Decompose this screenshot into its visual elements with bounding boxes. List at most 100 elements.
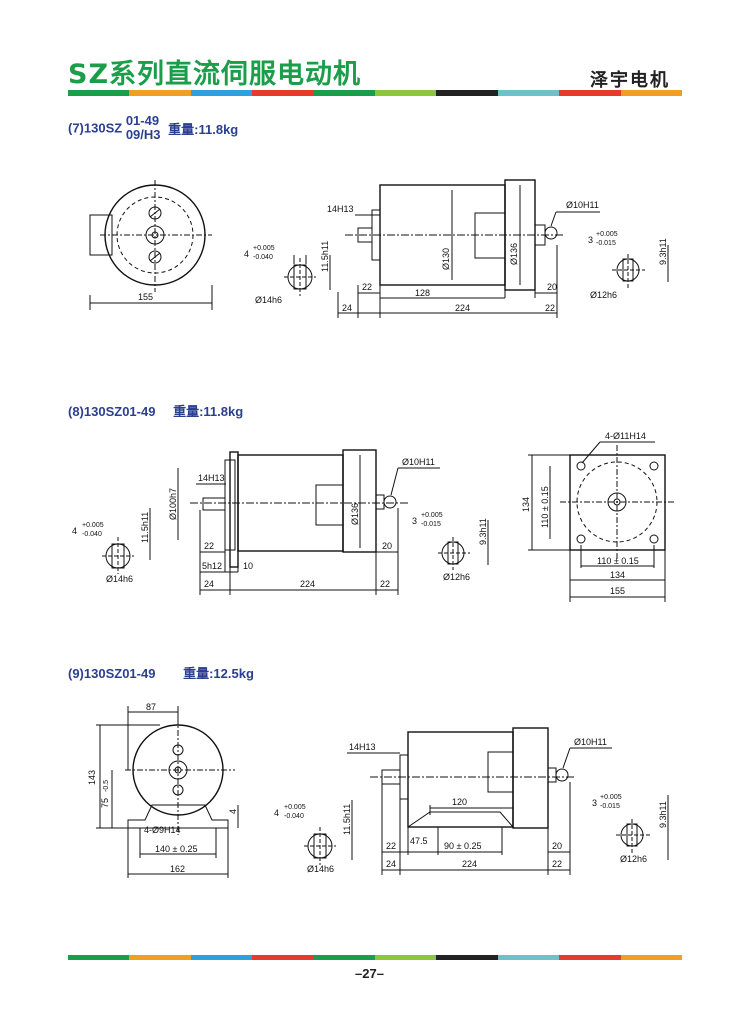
section-8-flange-overall: 155 bbox=[610, 586, 625, 596]
section-9-left-key: 4 bbox=[274, 808, 279, 818]
section-8-left-tol-bottom: -0.040 bbox=[82, 531, 102, 538]
section-7-prefix: (7)130SZ bbox=[68, 120, 123, 136]
section-9-dim-b: 22 bbox=[386, 841, 396, 851]
section-7-dim-f: 22 bbox=[545, 303, 555, 313]
section-8-dim-a: 22 bbox=[204, 541, 214, 551]
page-number: –27– bbox=[355, 966, 384, 981]
section-8-left-dia: Ø14h6 bbox=[106, 574, 133, 584]
section-7-model-fraction: 01-49 09/H3 bbox=[126, 114, 161, 142]
section-8-cap-dia: Ø136 bbox=[350, 503, 360, 525]
section-8-right-tol-bottom: -0.015 bbox=[421, 521, 441, 528]
section-7-left-height: 11.5h11 bbox=[320, 241, 330, 272]
section-8-spigot: Ø100h7 bbox=[168, 488, 178, 520]
section-9-shaft-right: +0.005 -0.015 3 9.3h11 Ø12h6 bbox=[592, 794, 669, 864]
section-8-title: (8)130SZ01-49 bbox=[68, 404, 156, 419]
section-8-dim-e: 24 bbox=[204, 579, 214, 589]
section-7-dim-e: 224 bbox=[455, 303, 470, 313]
section-7-right-key: 3 bbox=[588, 235, 593, 245]
section-8-side-view: Ø100h7 Ø136 14H13 Ø10H11 22 5h12 10 20 2… bbox=[168, 449, 440, 595]
page-title: SZ系列直流伺服电动机 bbox=[68, 59, 362, 90]
section-9-left-dia: Ø14h6 bbox=[307, 864, 334, 874]
section-7-rear-shaft: Ø10H11 bbox=[566, 200, 599, 210]
section-8-rear-shaft: Ø10H11 bbox=[402, 457, 435, 467]
section-7-model-bottom: 09/H3 bbox=[125, 127, 161, 142]
section-7-side-view: Ø130 Ø136 14H13 Ø10H11 22 128 20 24 224 … bbox=[327, 179, 600, 318]
section-9-left-height: 11.5h11 bbox=[342, 804, 352, 835]
section-8-flange-height: 134 bbox=[521, 497, 531, 512]
section-7-shaft-fit: 14H13 bbox=[327, 204, 354, 214]
section-7-left-tol-top: +0.005 bbox=[253, 245, 275, 252]
section-8-flange-hole-h: 110 ± 0.15 bbox=[597, 556, 639, 566]
section-8-right-dia: Ø12h6 bbox=[443, 572, 470, 582]
color-stripe-bottom bbox=[68, 955, 683, 960]
section-8-right-height: 9.3h11 bbox=[478, 518, 488, 545]
section-8-shaft-fit: 14H13 bbox=[198, 473, 225, 483]
section-9-rear-shaft: Ø10H11 bbox=[574, 737, 607, 747]
section-7-cap-dia: Ø136 bbox=[509, 243, 519, 265]
section-7-right-height: 9.3h11 bbox=[658, 238, 668, 265]
section-8-left-height: 11.5h11 bbox=[140, 512, 150, 543]
section-9-dim-e: 20 bbox=[552, 841, 562, 851]
section-9-dim-a: 120 bbox=[452, 797, 467, 807]
section-9-foot-center-tol: -0.5 bbox=[103, 780, 110, 792]
section-7-body-dia: Ø130 bbox=[441, 248, 451, 270]
section-9-foot-top: 87 bbox=[146, 702, 156, 712]
section-9-weight: 重量:12.5kg bbox=[183, 666, 254, 681]
section-7-left-dia: Ø14h6 bbox=[255, 295, 282, 305]
section-9-foot-thickness: 4 bbox=[228, 809, 238, 814]
section-9-dim-h: 22 bbox=[552, 859, 562, 869]
section-9-heading: (9)130SZ01-49 重量:12.5kg bbox=[68, 663, 254, 682]
section-7-front-width: 155 bbox=[138, 292, 153, 302]
section-7-right-dia: Ø12h6 bbox=[590, 290, 617, 300]
section-8-weight: 重量:11.8kg bbox=[173, 404, 244, 419]
section-9-shaft-fit: 14H13 bbox=[349, 742, 376, 752]
section-7-right-tol-top: +0.005 bbox=[596, 231, 618, 238]
section-9-foot-height: 143 bbox=[87, 770, 97, 785]
section-7-left-key: 4 bbox=[244, 249, 249, 259]
section-8-flange-hole-v: 110 ± 0.15 bbox=[540, 486, 550, 528]
section-9-side-view: 14H13 Ø10H11 120 22 47.5 90 ± 0.25 20 24… bbox=[347, 727, 612, 875]
section-8-shaft-left: +0.005 -0.040 4 11.5h11 Ø14h6 bbox=[72, 508, 151, 584]
section-9-dim-c: 47.5 bbox=[410, 836, 428, 846]
section-8-dim-c: 10 bbox=[243, 561, 253, 571]
section-8-left-tol-top: +0.005 bbox=[82, 522, 104, 529]
section-9-dim-g: 224 bbox=[462, 859, 477, 869]
section-9-left-tol-bottom: -0.040 bbox=[284, 813, 304, 820]
section-9-foot-view: 87 143 75 -0.5 4 4-Ø9H14 140 ± 0.25 162 bbox=[87, 702, 239, 878]
section-9-foot-holes: 4-Ø9H14 bbox=[144, 825, 181, 835]
section-7-shaft-right: +0.005 -0.015 3 9.3h11 Ø12h6 bbox=[588, 231, 669, 300]
section-7-right-tol-bottom: -0.015 bbox=[596, 240, 616, 247]
section-9-left-tol-top: +0.005 bbox=[284, 804, 306, 811]
section-8-dim-g: 22 bbox=[380, 579, 390, 589]
color-stripe-top bbox=[68, 90, 683, 96]
section-9-foot-hole-span: 140 ± 0.25 bbox=[155, 844, 197, 854]
section-7-model-top: 01-49 bbox=[125, 113, 160, 128]
section-7-shaft-left: +0.005 -0.040 4 11.5h11 Ø14h6 bbox=[244, 241, 331, 305]
section-8-shaft-right: +0.005 -0.015 3 9.3h11 Ø12h6 bbox=[412, 512, 489, 582]
section-9-dim-f: 24 bbox=[386, 859, 396, 869]
section-7-dim-c: 20 bbox=[547, 282, 557, 292]
section-8-right-tol-top: +0.005 bbox=[421, 512, 443, 519]
section-8-dim-f: 224 bbox=[300, 579, 315, 589]
section-7-left-tol-bottom: -0.040 bbox=[253, 254, 273, 261]
section-9-shaft-left: +0.005 -0.040 4 11.5h11 Ø14h6 bbox=[274, 800, 353, 874]
section-9-right-dia: Ø12h6 bbox=[620, 854, 647, 864]
section-9-dim-d: 90 ± 0.25 bbox=[444, 841, 481, 851]
section-8-right-key: 3 bbox=[412, 516, 417, 526]
section-7-dim-a: 22 bbox=[362, 282, 372, 292]
section-8-heading: (8)130SZ01-49 重量:11.8kg bbox=[68, 401, 243, 420]
section-9-right-key: 3 bbox=[592, 798, 597, 808]
section-7-heading: (7)130SZ 01-49 09/H3 重量:11.8kg bbox=[68, 114, 238, 142]
section-9-foot-center: 75 bbox=[100, 798, 110, 808]
section-9-right-height: 9.3h11 bbox=[658, 801, 668, 828]
section-9-right-tol-top: +0.005 bbox=[600, 794, 622, 801]
section-7-front-view: 155 bbox=[89, 180, 213, 310]
section-8-dim-d: 20 bbox=[382, 541, 392, 551]
section-9-foot-width: 162 bbox=[170, 864, 185, 874]
section-8-flange-width: 134 bbox=[610, 570, 625, 580]
brand-name: 泽宇电机 bbox=[590, 70, 670, 91]
section-8-flange-holes: 4-Ø11H14 bbox=[605, 431, 646, 441]
section-7-dim-b: 128 bbox=[415, 288, 430, 298]
section-9-title: (9)130SZ01-49 bbox=[68, 666, 156, 681]
